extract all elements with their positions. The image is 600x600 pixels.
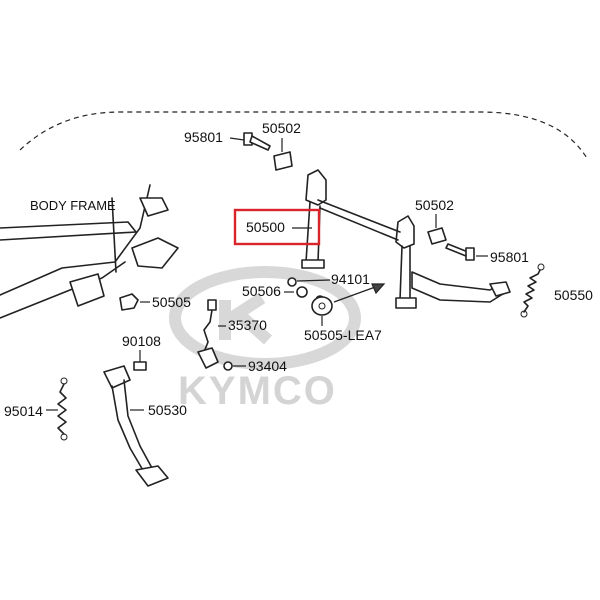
stand-crossbar-top [317,199,401,233]
part-50550: 50550 [520,263,593,318]
part-label-50502-top: 50502 [262,120,301,136]
spring-95014-hook-bottom [60,433,68,441]
stand-kick-pedal [489,281,511,297]
body-frame: BODY FRAME [0,184,179,319]
bolt-90108 [133,361,147,371]
part-50502-top: 50502 [262,120,301,171]
highlight-box [233,208,321,246]
switch-body-35370 [197,347,219,369]
leader-94101 [296,279,331,282]
kymco-watermark: KYMCO [169,266,361,413]
diagram-boundary-dash [19,111,589,161]
part-35370: 35370 [197,299,267,369]
part-label-95014: 95014 [4,403,43,419]
part-label-35370: 35370 [228,317,267,333]
side-stand-pivot [103,365,131,389]
kymco-logo-k-icon [219,292,272,345]
main-stand [301,169,511,309]
stopper-50505-lea7-hole [318,302,326,310]
part-label-50530: 50530 [148,402,187,418]
spring-50550-hook-top [537,263,545,271]
washer-50506 [296,286,308,298]
stand-right-leg [399,245,411,301]
frame-crossbar [0,221,137,241]
frame-label: BODY FRAME [30,198,116,213]
spring-50550 [523,269,541,313]
arrow-50505-lea7 [333,285,379,303]
side-stand-leg-right [123,379,153,469]
part-label-95801-top: 95801 [184,129,223,145]
part-label-50506: 50506 [242,283,281,299]
part-50506: 50506 [242,283,308,299]
part-label-90108: 90108 [122,333,161,349]
frame-tube-lower [0,261,126,319]
part-50500-callout: 50500 [233,208,321,246]
part-95801-right: 95801 [445,243,529,265]
part-label-50505-lea7: 50505-LEA7 [304,327,382,343]
part-label-50500: 50500 [246,219,285,235]
part-93404: 93404 [223,358,287,374]
stand-right-foot [395,297,417,309]
switch-wire-35370 [203,309,213,353]
part-50505: 50505 [119,293,191,311]
part-95014: 95014 [4,377,68,441]
part-50502-right: 50502 [415,197,454,245]
frame-bracket-low [69,273,105,307]
screw-93404 [223,361,233,371]
stopper-50505-lea7 [311,296,333,316]
frame-bracket-top [139,197,169,217]
side-stand-leg-left [111,385,145,473]
stand-right-ear [395,215,415,249]
frame-bracket-mid [131,237,179,269]
spring-50550-hook-bottom [520,310,528,318]
part-label-50502-right: 50502 [415,197,454,213]
part-label-95801-right: 95801 [490,249,529,265]
spring-95014-hook-top [60,377,68,385]
part-label-93404: 93404 [248,358,287,374]
part-label-94101: 94101 [331,271,370,287]
bolt-head-95801-right [465,247,475,261]
leader-95801-top [229,137,245,141]
spring-95014 [57,383,67,435]
stand-crossbar-bottom [319,207,399,241]
arrow-head-icon [371,283,386,295]
stopper-50505 [119,293,139,311]
part-90108: 90108 [122,333,161,371]
switch-connector-35370 [207,299,217,311]
part-95801-top: 95801 [184,129,271,151]
kymco-watermark-text: KYMCO [178,369,337,413]
part-50530: 50530 [103,365,187,487]
part-label-50505: 50505 [152,294,191,310]
part-label-50550: 50550 [554,287,593,303]
kymco-logo-ring-icon [169,266,361,370]
side-stand-foot [135,465,169,487]
bolt-shaft-95801-top [249,135,271,151]
washer-94101-small [287,277,297,287]
stand-left-foot [301,259,325,269]
frame-pillar [111,197,117,273]
bolt-shaft-95801-right [445,243,469,257]
bushing-50502-top [273,151,293,171]
stand-left-ear [305,169,327,206]
bushing-50502-right [427,227,447,245]
part-50505-lea7: 50505-LEA7 [304,283,386,343]
